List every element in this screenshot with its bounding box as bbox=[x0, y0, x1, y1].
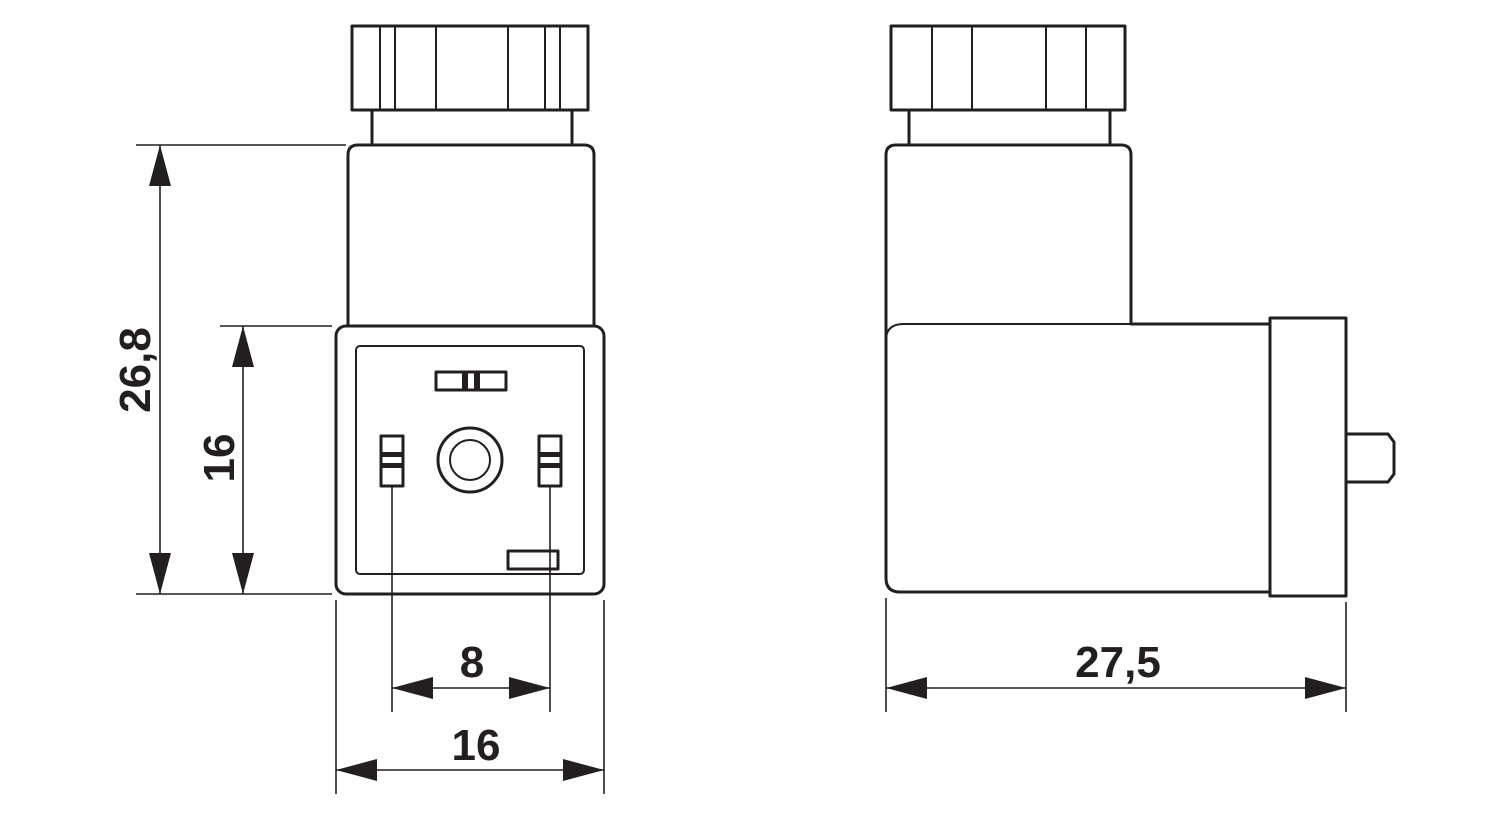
dimension-height-body: 16 bbox=[195, 325, 332, 594]
front-view bbox=[334, 24, 606, 596]
front-cable-gland bbox=[350, 24, 590, 145]
right-pin-contact bbox=[537, 434, 563, 488]
front-upper-housing bbox=[346, 143, 596, 326]
bottom-key-slot bbox=[506, 549, 560, 571]
center-screw-hole bbox=[436, 426, 504, 494]
dimension-width: 16 bbox=[335, 600, 605, 794]
front-connector-body bbox=[334, 324, 606, 596]
side-cable-gland bbox=[889, 24, 1127, 145]
dimension-height-body-label: 16 bbox=[195, 434, 244, 483]
side-flange bbox=[1268, 316, 1348, 598]
side-pin bbox=[1346, 432, 1396, 484]
ground-contact-slot bbox=[434, 370, 508, 392]
dimension-side-length: 27,5 bbox=[885, 598, 1347, 712]
side-view bbox=[884, 24, 1396, 598]
side-housing bbox=[884, 143, 1272, 594]
left-pin-contact bbox=[379, 434, 405, 488]
dimension-height-total: 26,8 bbox=[111, 144, 346, 595]
dimension-side-length-label: 27,5 bbox=[1075, 638, 1161, 687]
dimension-pin-spacing: 8 bbox=[391, 486, 551, 712]
dimension-width-label: 16 bbox=[452, 721, 501, 770]
side-housing-step bbox=[885, 323, 1131, 341]
front-connector-face bbox=[355, 345, 585, 575]
dimension-height-total-label: 26,8 bbox=[111, 327, 160, 413]
dimension-pin-spacing-label: 8 bbox=[460, 638, 484, 687]
